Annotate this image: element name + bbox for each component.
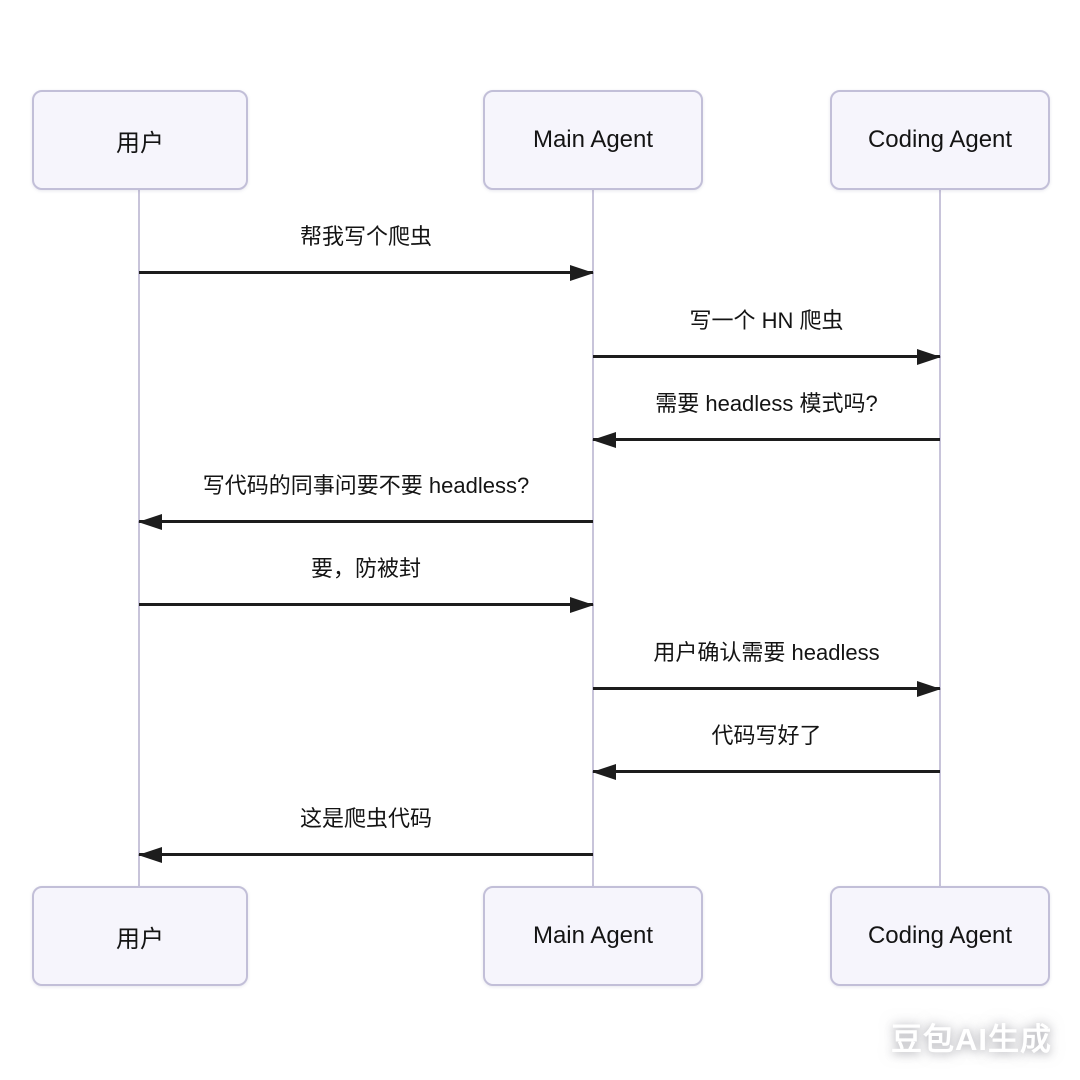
arrowhead-left-icon [592, 764, 616, 780]
actor-label-main-agent: Main Agent [532, 922, 654, 949]
message-1: 帮我写个爬虫 [139, 218, 594, 281]
message-arrow-line [139, 520, 593, 523]
message-arrow-line [139, 603, 593, 606]
actor-box-coding-agent-top: Coding Agent [830, 90, 1050, 190]
arrowhead-left-icon [138, 514, 162, 530]
message-4: 写代码的同事问要不要 headless? [138, 467, 593, 530]
actor-box-main-agent-top: Main Agent [483, 90, 703, 190]
actor-label-coding-agent: Coding Agent [867, 922, 1013, 949]
message-2: 写一个 HN 爬虫 [593, 302, 941, 365]
message-arrow-line [593, 438, 940, 441]
message-label: 用户确认需要 headless [653, 640, 880, 665]
lifeline-coding-agent [939, 190, 941, 886]
message-8: 这是爬虫代码 [138, 800, 593, 863]
arrowhead-right-icon [917, 349, 941, 365]
actor-label-coding-agent: Coding Agent [867, 126, 1013, 153]
arrowhead-right-icon [570, 265, 594, 281]
message-3: 需要 headless 模式吗? [592, 385, 940, 448]
arrowhead-left-icon [138, 847, 162, 863]
message-6: 用户确认需要 headless [593, 634, 941, 697]
actor-label-user: 用户 [116, 925, 164, 953]
message-arrow-line [139, 271, 593, 274]
actor-label-main-agent: Main Agent [532, 126, 654, 153]
actor-box-main-agent-bottom: Main Agent [483, 886, 703, 986]
actor-box-user-top: 用户 [32, 90, 248, 190]
message-label: 代码写好了 [711, 723, 822, 748]
message-label: 要，防被封 [310, 556, 421, 581]
message-arrow-line [139, 853, 593, 856]
message-label: 这是爬虫代码 [299, 806, 432, 831]
message-label: 写一个 HN 爬虫 [689, 308, 844, 333]
message-label: 需要 headless 模式吗? [655, 391, 878, 416]
arrowhead-right-icon [917, 681, 941, 697]
actor-label-user: 用户 [116, 129, 164, 157]
message-5: 要，防被封 [139, 550, 594, 613]
message-arrow-line [593, 355, 940, 358]
message-label: 帮我写个爬虫 [299, 224, 432, 249]
actor-box-user-bottom: 用户 [32, 886, 248, 986]
lifeline-main-agent [592, 190, 594, 886]
actor-box-coding-agent-bottom: Coding Agent [830, 886, 1050, 986]
arrowhead-right-icon [570, 597, 594, 613]
message-7: 代码写好了 [592, 717, 940, 780]
message-label: 写代码的同事问要不要 headless? [202, 473, 530, 498]
lifeline-user [138, 190, 140, 886]
watermark: 豆包AI生成 [891, 1022, 1052, 1057]
message-arrow-line [593, 687, 940, 690]
arrowhead-left-icon [592, 432, 616, 448]
message-arrow-line [593, 770, 940, 773]
